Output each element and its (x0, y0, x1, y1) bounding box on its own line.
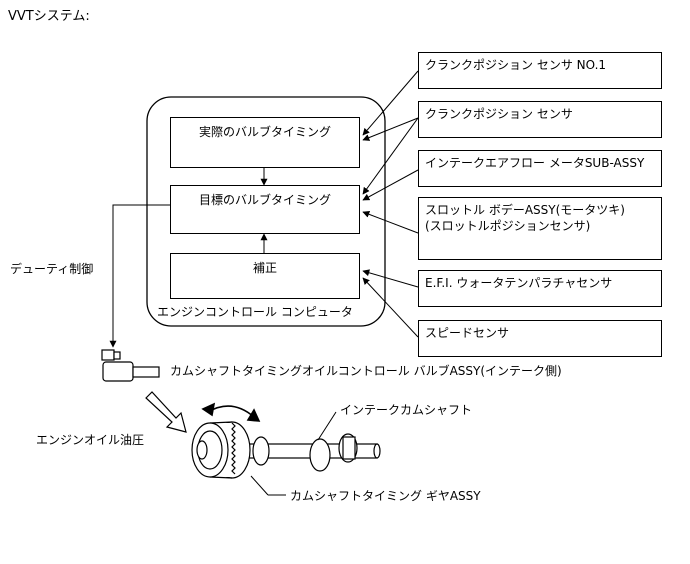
sensor-box-speed: スピードセンサ (418, 320, 662, 357)
sensor-box-airflow: インテークエアフロー メータSUB-ASSY (418, 150, 662, 187)
ocv-valve-icon (101, 349, 160, 382)
sensor-label: スロットル ボデーASSY(モータツキ) (425, 203, 625, 217)
ocv-label: カムシャフトタイミングオイルコントロール バルブASSY(インテーク側) (170, 364, 562, 378)
rotation-arrow-icon (201, 402, 261, 422)
sensor-label: E.F.I. ウォータテンパラチャセンサ (425, 276, 613, 290)
actual-timing-label: 実際のバルブタイミング (198, 125, 331, 139)
duty-control-label: デューティ制御 (10, 262, 94, 276)
target-timing-box: 目標のバルブタイミング (170, 185, 360, 234)
ecu-label: エンジンコントロール コンピュータ (157, 305, 353, 319)
sensor-label: クランクポジション センサ NO.1 (425, 58, 607, 72)
actual-timing-box: 実際のバルブタイミング (170, 117, 360, 168)
intake-camshaft-label: インテークカムシャフト (340, 403, 473, 417)
sensor-label: スピードセンサ (425, 326, 510, 340)
diagram-title: VVTシステム: (8, 9, 90, 24)
engine-oil-pressure-label: エンジンオイル油圧 (36, 433, 145, 447)
sensor-box-crank-no1: クランクポジション センサ NO.1 (418, 52, 662, 89)
camshaft-icon (191, 421, 381, 479)
sensor-box-water-temp: E.F.I. ウォータテンパラチャセンサ (418, 270, 662, 307)
sensor-box-crank: クランクポジション センサ (418, 101, 662, 138)
correction-box: 補正 (170, 253, 360, 299)
ecu-outline (146, 96, 386, 327)
correction-label: 補正 (252, 261, 277, 275)
sensor-label: インテークエアフロー メータSUB-ASSY (425, 156, 645, 170)
timing-gear-label: カムシャフトタイミング ギヤASSY (290, 489, 481, 503)
sensor-box-throttle: スロットル ボデーASSY(モータツキ) (スロットルポジションセンサ) (418, 197, 662, 260)
sensor-label: クランクポジション センサ (425, 107, 573, 121)
oil-pressure-arrow-icon (145, 391, 187, 433)
sensor-label-sub: (スロットルポジションセンサ) (425, 219, 591, 233)
target-timing-label: 目標のバルブタイミング (198, 193, 331, 207)
